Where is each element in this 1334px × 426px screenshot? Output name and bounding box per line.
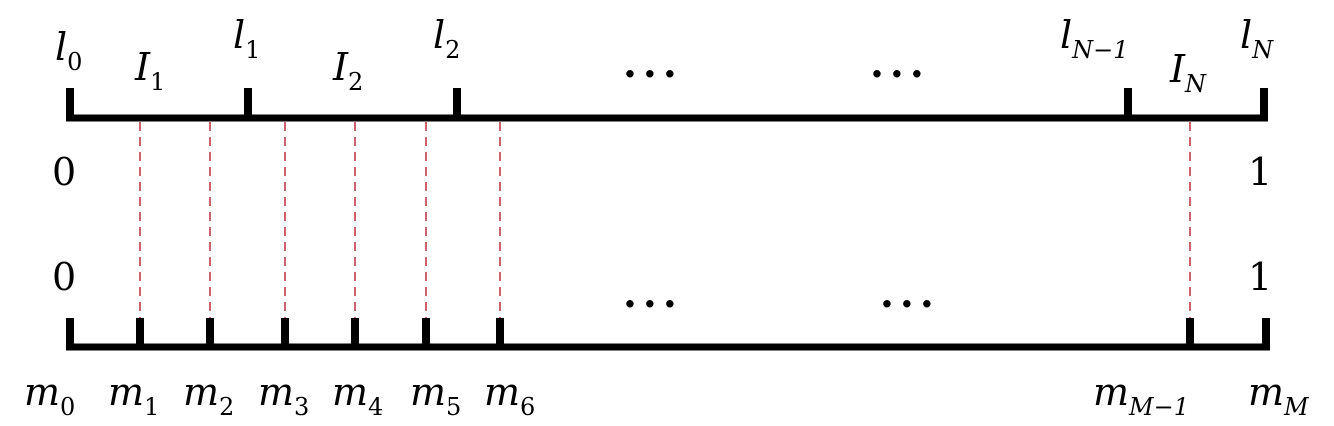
guide-lines — [139, 122, 1191, 320]
top-end-value: 1 — [1248, 150, 1272, 194]
bottom-end-value: 1 — [1248, 255, 1272, 299]
label-lN-1: lN−1 — [1060, 13, 1129, 64]
label-m1: m1 — [108, 370, 159, 421]
bottom-ellipsis-2: ··· — [880, 281, 940, 328]
label-I1: I1 — [134, 45, 165, 96]
label-m6: m6 — [484, 370, 535, 421]
top-ellipsis-1: ··· — [623, 51, 683, 98]
top-axis: l0 l1 l2 lN−1 lN I1 I2 IN ··· ··· 0 1 — [52, 13, 1274, 194]
label-IN: IN — [1169, 47, 1207, 98]
label-l0: l0 — [55, 25, 82, 76]
label-l2: l2 — [433, 13, 460, 64]
label-I2: I2 — [332, 45, 363, 96]
bottom-axis: 0 1 ··· ··· m0 m1 m2 m3 m4 m5 — [24, 255, 1310, 421]
label-m0: m0 — [24, 370, 75, 421]
label-l1: l1 — [233, 13, 260, 64]
label-m4: m4 — [332, 370, 383, 421]
label-lN: lN — [1240, 13, 1274, 64]
label-m5: m5 — [410, 370, 461, 421]
label-mM-1: mM−1 — [1093, 370, 1189, 421]
top-start-value: 0 — [52, 150, 76, 194]
top-ellipsis-2: ··· — [870, 51, 930, 98]
label-m2: m2 — [183, 370, 234, 421]
label-m3: m3 — [258, 370, 309, 421]
bottom-ellipsis-1: ··· — [623, 281, 683, 328]
bottom-start-value: 0 — [52, 255, 76, 299]
label-mM: mM — [1248, 370, 1310, 421]
